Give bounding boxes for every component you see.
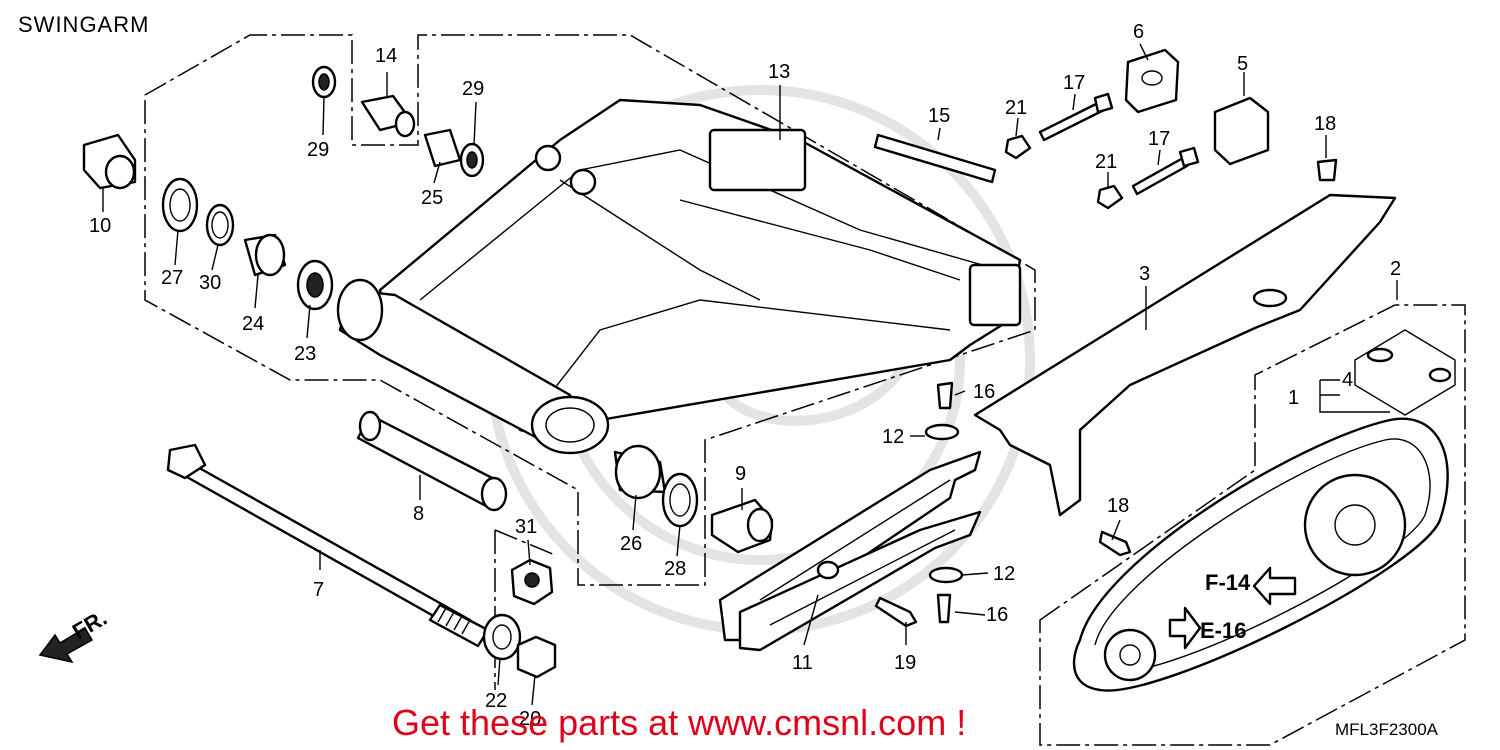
drive-chain xyxy=(1072,417,1449,692)
pivot-collar xyxy=(356,410,508,512)
ref-f14: F-14 xyxy=(1205,570,1251,595)
callout-20: 20 xyxy=(519,708,541,730)
diagram-code: MFL3F2300A xyxy=(1335,720,1438,739)
callout-21-lower: 21 xyxy=(1095,151,1117,173)
callout-5: 5 xyxy=(1237,53,1248,75)
callout-21-upper: 21 xyxy=(1005,97,1027,119)
pivot-bearing-parts xyxy=(82,65,485,311)
front-direction-arrow: FR. xyxy=(38,605,111,664)
adjuster-blocks xyxy=(873,48,1270,184)
callout-12-upper: 12 xyxy=(882,426,904,448)
swingarm-body xyxy=(336,98,1022,455)
callout-17-upper: 17 xyxy=(1063,72,1085,94)
callout-16-upper: 16 xyxy=(973,381,995,403)
leader-lines xyxy=(102,43,1398,706)
callout-9: 9 xyxy=(735,463,746,485)
callout-6: 6 xyxy=(1133,21,1144,43)
callout-30: 30 xyxy=(199,272,221,294)
callout-7: 7 xyxy=(313,579,324,601)
callout-17-lower: 17 xyxy=(1148,128,1170,150)
assembly-group-outlines xyxy=(144,34,1466,746)
callout-10: 10 xyxy=(89,215,111,237)
callout-24: 24 xyxy=(242,313,264,335)
callout-29-right: 29 xyxy=(462,78,484,100)
callout-25: 25 xyxy=(421,187,443,209)
nuts-and-washers xyxy=(482,558,557,679)
bolts xyxy=(874,92,1338,628)
callout-3: 3 xyxy=(1139,263,1150,285)
chain-slider xyxy=(718,450,982,652)
callout-26: 26 xyxy=(620,533,642,555)
callout-2: 2 xyxy=(1390,258,1401,280)
callout-18-lower: 18 xyxy=(1107,495,1129,517)
callout-28: 28 xyxy=(664,558,686,580)
callout-22: 22 xyxy=(485,690,507,712)
callout-4: 4 xyxy=(1342,369,1353,391)
ref-e16: E-16 xyxy=(1200,618,1246,643)
callout-11: 11 xyxy=(792,652,813,674)
callout-12-lower: 12 xyxy=(993,563,1015,585)
pivot-axle xyxy=(166,443,490,648)
lower-bearing-parts xyxy=(613,444,774,554)
callout-15: 15 xyxy=(928,105,950,127)
callout-31: 31 xyxy=(515,516,537,538)
callout-16-lower: 16 xyxy=(986,604,1008,626)
callout-18-upper: 18 xyxy=(1314,113,1336,135)
chain-case xyxy=(973,193,1397,517)
callout-1: 1 xyxy=(1288,387,1299,409)
promo-link-text[interactable]: Get these parts at www.cmsnl.com ! xyxy=(392,702,967,743)
callout-labels: 1 2 3 4 5 6 7 8 9 10 11 12 12 13 14 15 1… xyxy=(89,21,1401,730)
reference-arrows: F-14 E-16 xyxy=(1168,566,1297,650)
diagram-title: SWINGARM xyxy=(18,12,150,37)
callout-19: 19 xyxy=(894,652,916,674)
callout-13: 13 xyxy=(768,61,790,83)
callout-23: 23 xyxy=(294,343,316,365)
callout-27: 27 xyxy=(161,267,183,289)
callout-8: 8 xyxy=(413,503,424,525)
master-link-kit xyxy=(1354,329,1456,416)
callout-14: 14 xyxy=(375,45,397,67)
callout-29-left: 29 xyxy=(307,139,329,161)
